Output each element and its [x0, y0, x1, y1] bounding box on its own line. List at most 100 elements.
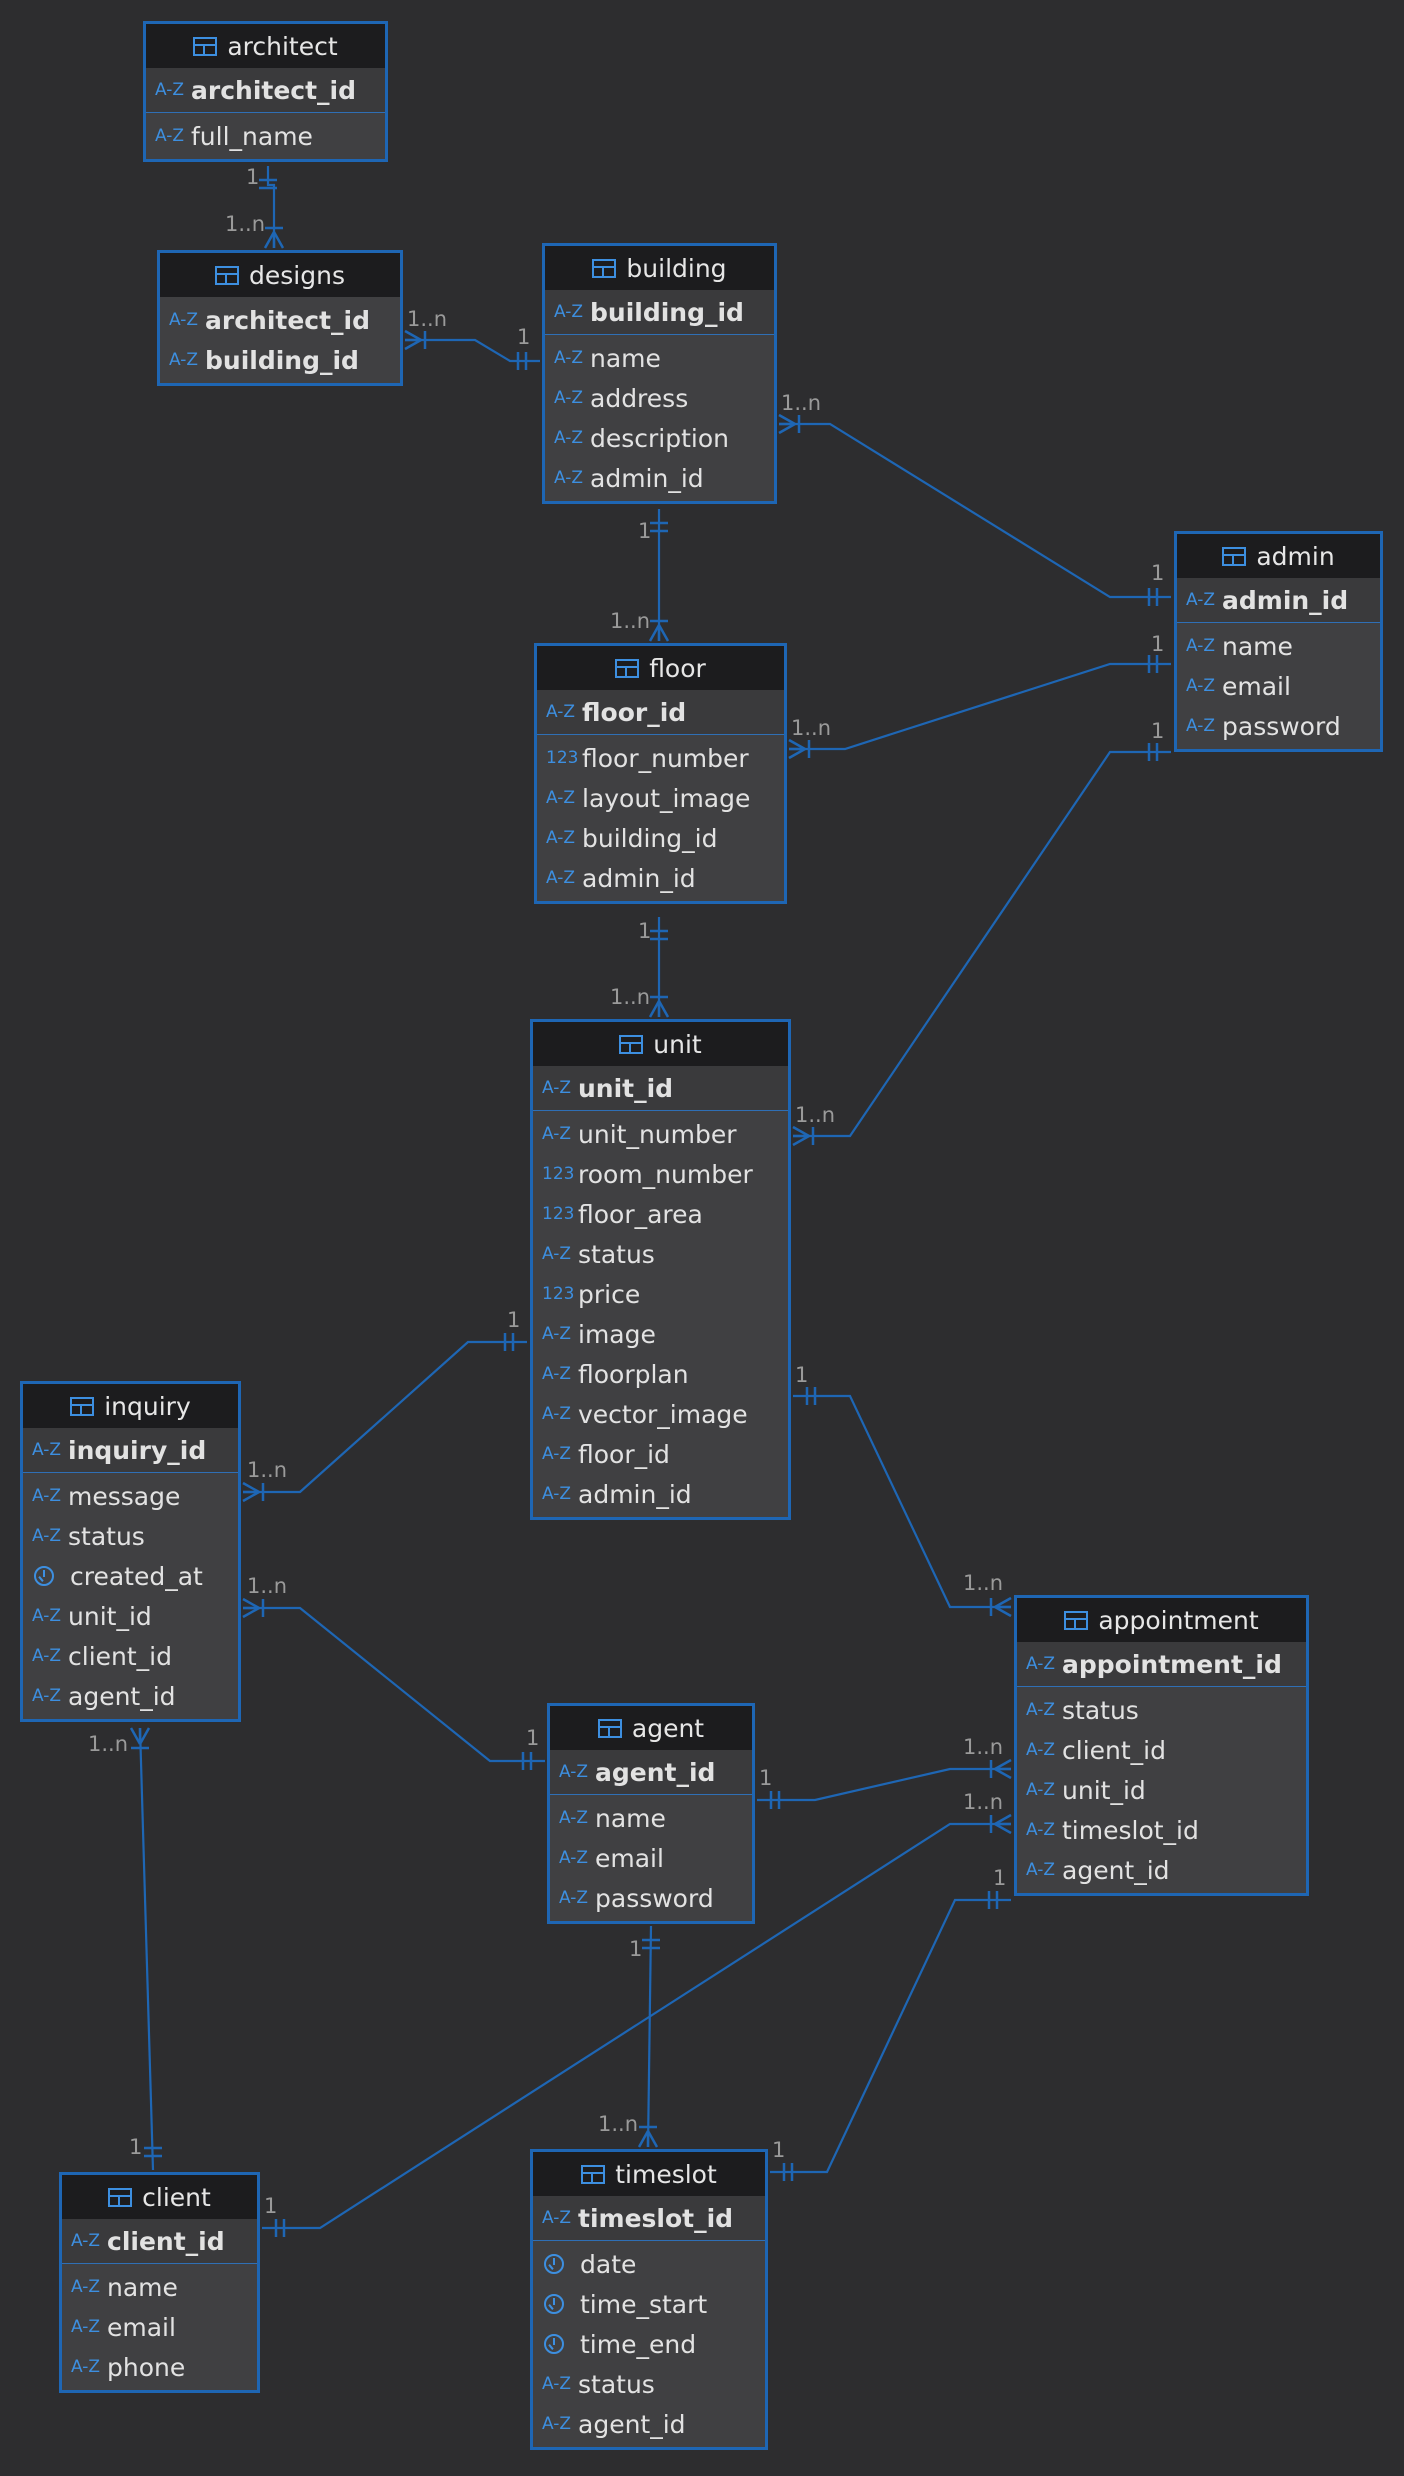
text-type-icon: A-Z	[542, 1364, 572, 1384]
column-name: agent_id	[68, 1681, 176, 1711]
text-type-icon: A-Z	[542, 1444, 572, 1464]
column-row[interactable]: time_start	[533, 2284, 765, 2324]
column-name: phone	[107, 2352, 186, 2382]
table-header[interactable]: floor	[537, 646, 784, 690]
table-header[interactable]: admin	[1177, 534, 1380, 578]
table-header[interactable]: unit	[533, 1022, 788, 1066]
table-header[interactable]: agent	[550, 1706, 752, 1750]
table-header[interactable]: client	[62, 2175, 257, 2219]
column-name: time_end	[580, 2329, 697, 2359]
column-row[interactable]: date	[533, 2244, 765, 2284]
text-type-icon: A-Z	[32, 1606, 62, 1626]
text-type-icon: A-Z	[1026, 1780, 1056, 1800]
text-type-icon: A-Z	[169, 310, 199, 330]
table-header[interactable]: designs	[160, 253, 400, 297]
relationship-admin-unit: 11..n	[792, 719, 1171, 1147]
cardinality-one-label: 1	[129, 2135, 142, 2159]
relationship-line	[779, 422, 1171, 599]
column-row[interactable]: time_end	[533, 2324, 765, 2364]
table-header[interactable]: inquiry	[23, 1384, 238, 1428]
clock-icon	[34, 1566, 54, 1586]
text-type-icon: A-Z	[554, 348, 584, 368]
table-header[interactable]: architect	[146, 24, 385, 68]
cardinality-many-label: 1..n	[247, 1574, 287, 1598]
table-header[interactable]: timeslot	[533, 2152, 765, 2196]
cardinality-one-label: 1	[759, 1766, 772, 1790]
table-header[interactable]: building	[545, 246, 774, 290]
primary-key-name: timeslot_id	[578, 2203, 734, 2233]
table-header[interactable]: appointment	[1017, 1598, 1306, 1642]
relationship-line	[793, 1394, 1011, 1609]
column-row[interactable]: created_at	[23, 1556, 238, 1596]
cardinality-one-label: 1	[246, 165, 259, 189]
primary-key-name: admin_id	[1222, 585, 1349, 615]
text-type-icon: A-Z	[32, 1526, 62, 1546]
cardinality-many-label: 1..n	[963, 1571, 1003, 1595]
